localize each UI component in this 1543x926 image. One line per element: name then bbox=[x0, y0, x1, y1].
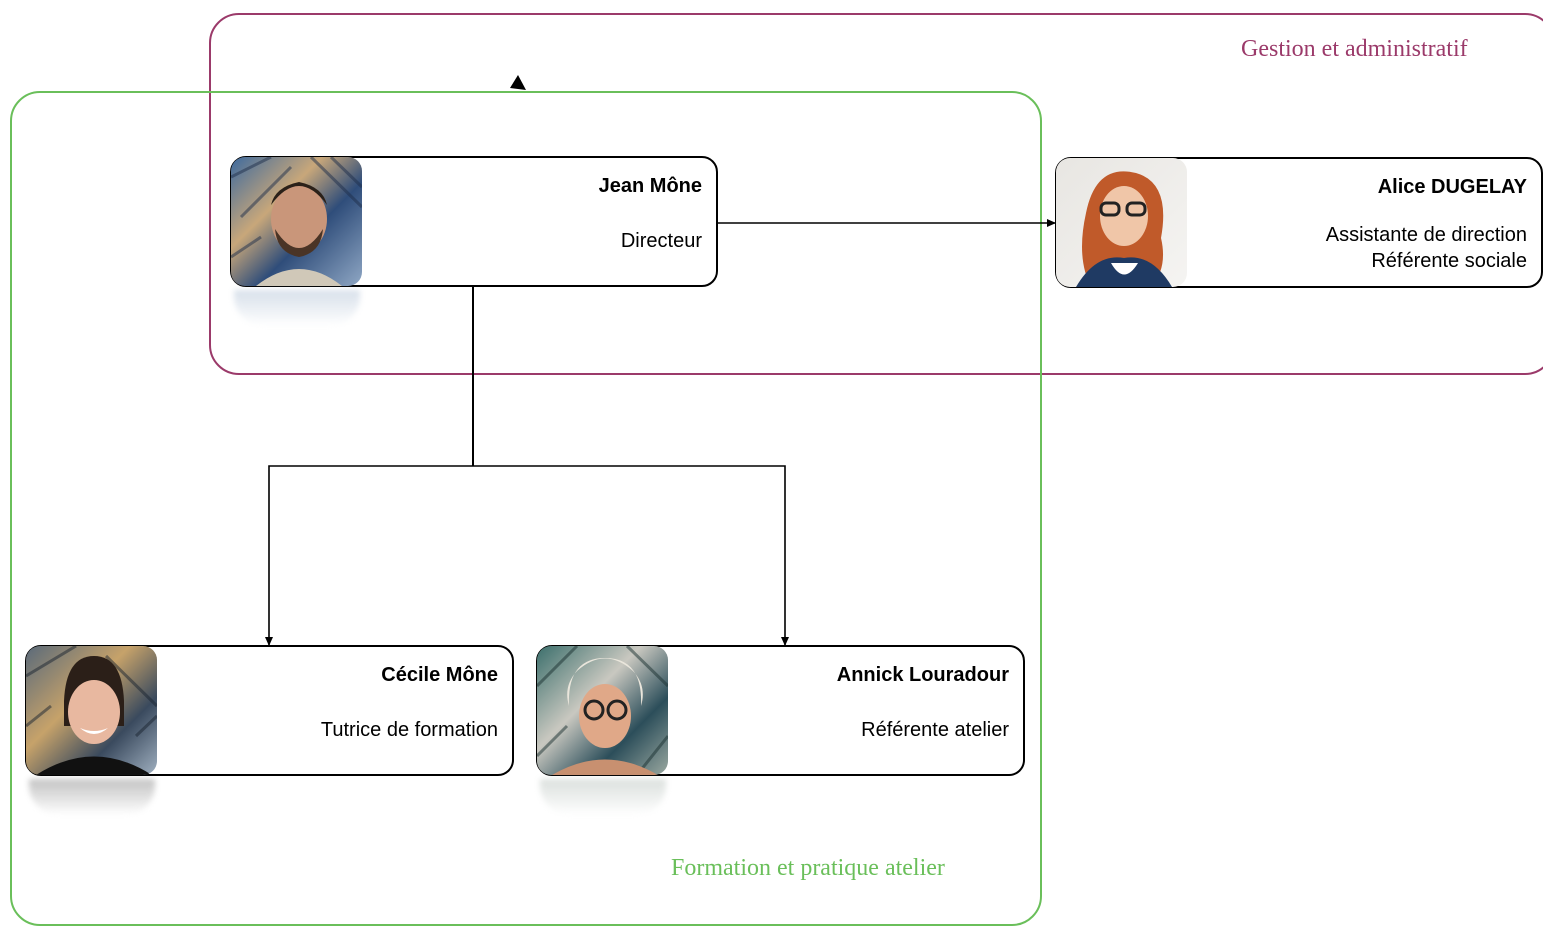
admin-group-frame bbox=[209, 13, 1543, 375]
tutor-avatar-icon bbox=[26, 646, 157, 775]
assistant-role-line2: Référente sociale bbox=[1371, 250, 1527, 272]
tutor-name: Cécile Mône bbox=[381, 664, 498, 686]
workshop-card[interactable]: Annick Louradour Référente atelier bbox=[536, 645, 1025, 815]
workshop-photo bbox=[537, 646, 668, 775]
stray-arrowhead-icon bbox=[510, 75, 526, 90]
director-photo bbox=[231, 157, 362, 286]
director-card[interactable]: Jean Mône Directeur bbox=[230, 156, 718, 326]
director-name: Jean Mône bbox=[598, 175, 702, 197]
workshop-name: Annick Louradour bbox=[836, 664, 1009, 686]
workshop-role: Référente atelier bbox=[861, 719, 1009, 741]
formation-group-label: Formation et pratique atelier bbox=[671, 855, 945, 881]
assistant-role-line1: Assistante de direction bbox=[1325, 224, 1527, 246]
assistant-name: Alice DUGELAY bbox=[1377, 176, 1527, 198]
director-photo-reflection bbox=[234, 290, 360, 326]
assistant-photo bbox=[1056, 158, 1187, 287]
director-avatar-icon bbox=[231, 157, 362, 286]
assistant-role: Assistante de direction Référente social… bbox=[1326, 222, 1527, 274]
director-role: Directeur bbox=[620, 230, 702, 252]
tutor-card[interactable]: Cécile Mône Tutrice de formation bbox=[25, 645, 514, 815]
assistant-card[interactable]: Alice DUGELAY Assistante de direction Ré… bbox=[1055, 157, 1543, 288]
workshop-photo-reflection bbox=[540, 779, 666, 815]
director-to-tutor-arrow bbox=[265, 465, 473, 646]
tutor-photo bbox=[26, 646, 157, 775]
workshop-avatar-icon bbox=[537, 646, 668, 775]
tutor-photo-reflection bbox=[29, 779, 155, 815]
tutor-role: Tutrice de formation bbox=[320, 719, 498, 741]
admin-group-label: Gestion et administratif bbox=[1241, 36, 1468, 62]
director-to-workshop-arrow bbox=[473, 465, 789, 646]
assistant-avatar-icon bbox=[1076, 171, 1172, 287]
